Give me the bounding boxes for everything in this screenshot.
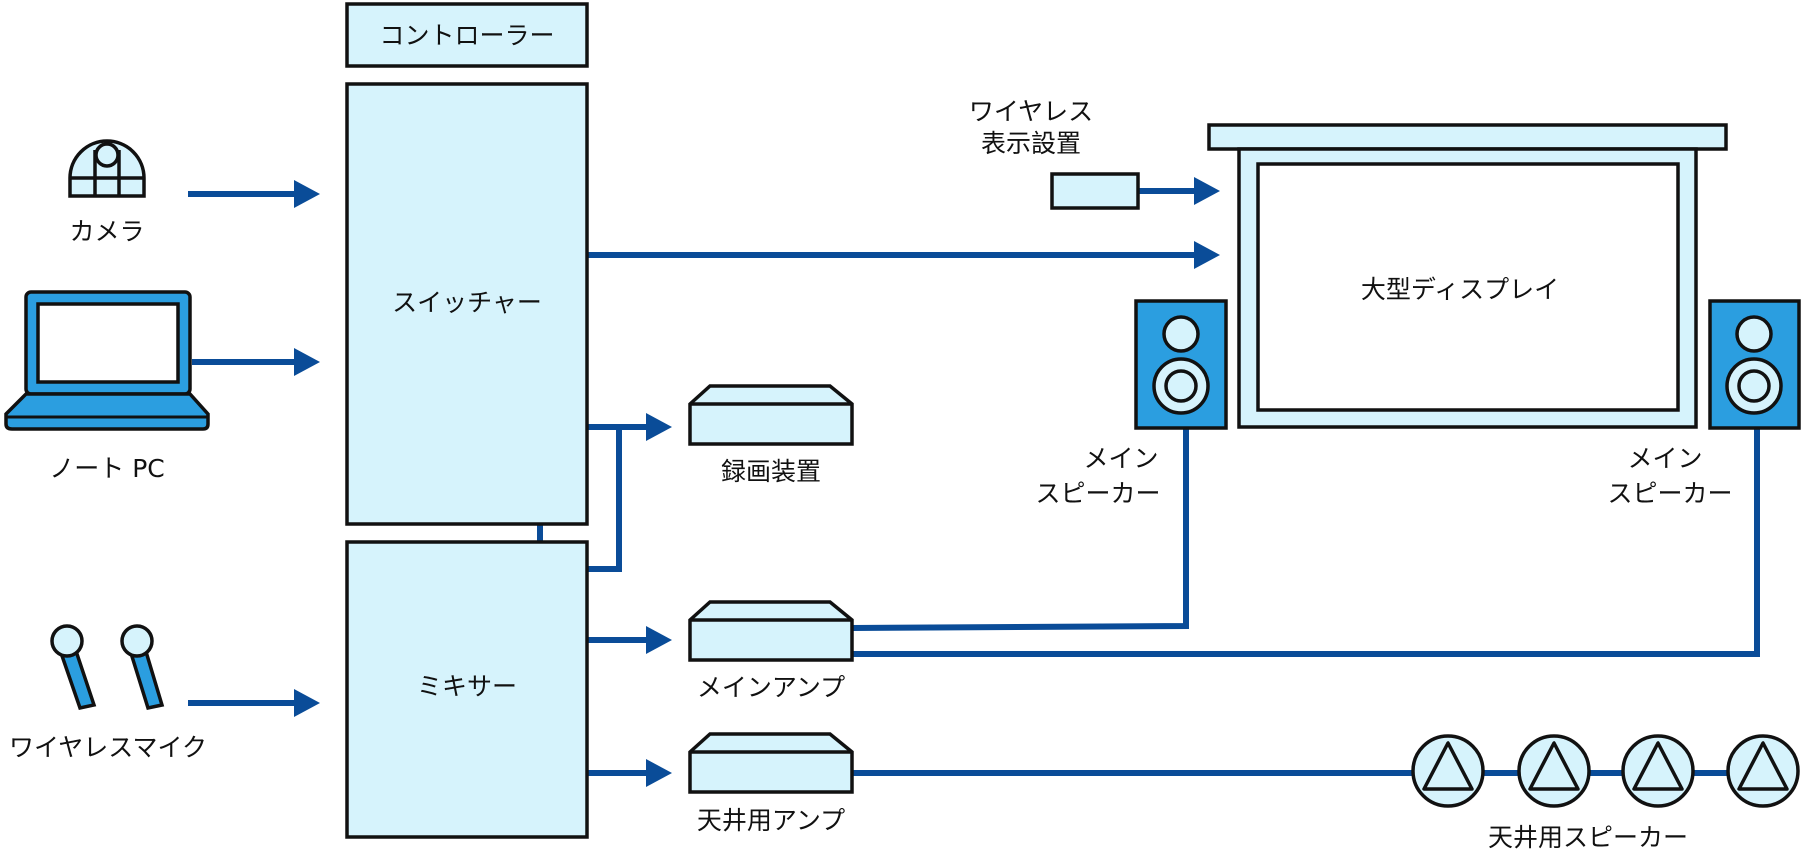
speaker-icon [1708,299,1801,430]
arrow-mic-mixer [294,689,320,717]
main-amp-box [688,600,854,662]
controller: コントローラー [345,2,589,68]
ceiling-amp: 天井用アンプ [688,732,854,835]
laptop-icon [4,290,210,431]
ceiling-speaker-icon [1621,734,1695,808]
arrow-main-amp [646,626,672,654]
main-speaker-right-label-2: スピーカー [1607,479,1732,508]
display-top-bar [1207,123,1728,151]
mixer: ミキサー [345,540,589,839]
arrow-camera-switcher [294,180,320,208]
camera-icon [68,139,146,198]
ceiling-speakers: 天井用スピーカー [1411,734,1800,850]
arrow-switcher-display [1194,241,1220,269]
speaker-icon [1134,299,1228,430]
large-display: 大型ディスプレイ [1207,123,1728,429]
main-amp-label: メインアンプ [697,673,845,702]
wire-amp-left-speaker [851,428,1189,631]
wireless-display-box [1050,172,1140,210]
wireless-mic: ワイヤレスマイク [9,624,207,762]
camera: カメラ [68,139,146,246]
ceiling-amp-label: 天井用アンプ [697,806,845,835]
main-amp: メインアンプ [688,600,854,702]
wireless-display-label-2: 表示設置 [981,129,1081,158]
main-speaker-right: メイン スピーカー [1607,299,1801,508]
wireless-display-label-1: ワイヤレス [969,97,1093,126]
mixer-label: ミキサー [417,672,517,701]
ceiling-amp-box [688,732,854,794]
main-speaker-right-label-1: メイン [1627,444,1702,473]
arrow-recorder [646,413,672,441]
arrow-ceiling-amp [646,759,672,787]
wireless-display: ワイヤレス 表示設置 [969,97,1140,210]
switcher-box [345,82,589,526]
laptop-label: ノート PC [49,454,164,483]
laptop: ノート PC [4,290,210,483]
controller-box [345,2,589,68]
connections [188,177,1770,787]
ceiling-speaker-icon [1517,734,1591,808]
main-speaker-left-label-2: スピーカー [1035,479,1160,508]
ceiling-speaker-icon [1726,734,1800,808]
controller-label: コントローラー [379,21,554,50]
wireless-mic-label: ワイヤレスマイク [9,733,207,762]
arrow-laptop-switcher [294,348,320,376]
ceiling-speaker-icon [1411,734,1485,808]
recorder: 録画装置 [688,384,854,486]
ceiling-speaker-label: 天井用スピーカー [1488,823,1688,850]
arrow-wireless-display [1194,177,1220,205]
wire-amp-right-speaker [852,428,1760,657]
switcher: スイッチャー [345,82,589,526]
display-screen [1256,162,1680,412]
switcher-label: スイッチャー [392,288,542,317]
main-speaker-left-label-1: メイン [1083,444,1158,473]
recorder-label: 録画装置 [721,457,821,486]
wire-to-recorder [588,424,622,572]
microphone-icon [50,624,165,711]
camera-label: カメラ [69,217,144,246]
mixer-box [345,540,589,839]
recorder-box [688,384,854,446]
main-speaker-left: メイン スピーカー [1035,299,1228,508]
large-display-label: 大型ディスプレイ [1361,275,1559,304]
